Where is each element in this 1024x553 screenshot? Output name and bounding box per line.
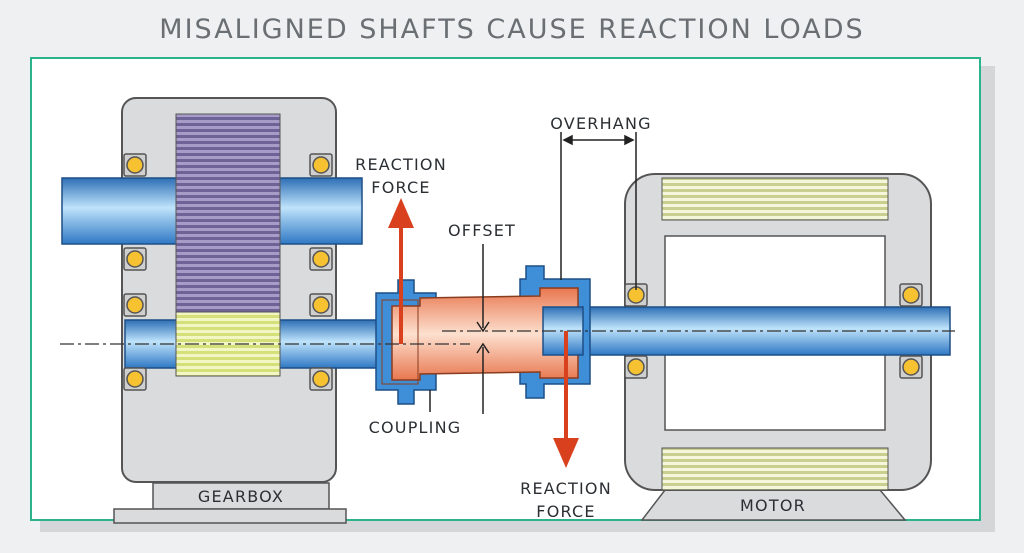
motor-bearings	[624, 283, 923, 379]
offset-label: OFFSET	[448, 221, 516, 240]
reaction-force-bottom-label-1: REACTION	[520, 479, 612, 498]
coupling	[375, 265, 591, 405]
reaction-force-top-label-1: REACTION	[355, 155, 447, 174]
overhang-label: OVERHANG	[550, 114, 651, 133]
gear-stack	[175, 113, 281, 313]
coupling-label: COUPLING	[369, 418, 462, 437]
motor	[542, 173, 951, 521]
overhang-dimension	[560, 132, 637, 290]
offset-indicator	[476, 244, 490, 414]
reaction-force-arrow-down	[553, 331, 579, 468]
diagram-title: MISALIGNED SHAFTS CAUSE REACTION LOADS	[159, 14, 865, 45]
motor-label: MOTOR	[740, 496, 806, 515]
motor-winding-top	[661, 177, 889, 221]
reaction-force-bottom-label-2: FORCE	[536, 502, 595, 521]
reaction-force-arrow-up	[388, 198, 414, 344]
gearbox-base	[152, 482, 330, 510]
gearbox-foot	[113, 508, 347, 524]
gearbox	[61, 97, 419, 524]
reaction-force-top-label-2: FORCE	[371, 178, 430, 197]
coupling-sleeve	[391, 287, 579, 381]
gearbox-bearings	[123, 153, 333, 391]
gearbox-label: GEARBOX	[198, 487, 284, 506]
motor-winding-bottom	[661, 447, 889, 491]
